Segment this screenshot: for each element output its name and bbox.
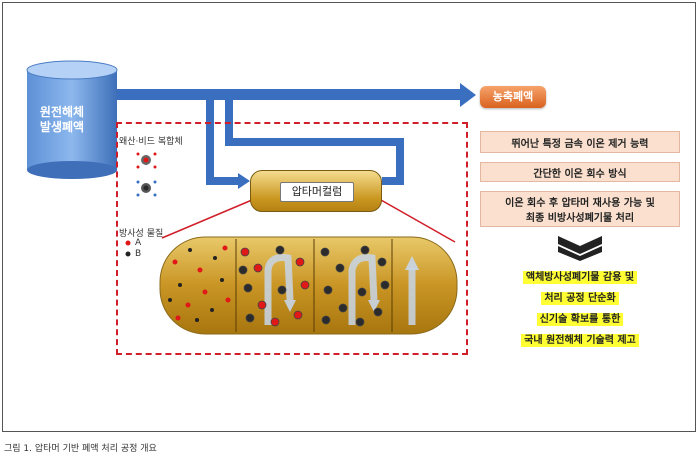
particles-segment-2 — [238, 245, 310, 327]
feature-box-2: 간단한 이온 회수 방식 — [480, 162, 680, 182]
main-flow-arrow — [117, 83, 476, 107]
tube-flow-arrows — [264, 254, 416, 325]
outcome-1: 액체방사성폐기물 감용 및 처리 공정 단순화 — [480, 266, 680, 308]
tube-arrow-heads — [284, 256, 419, 312]
outlet-badge: 농축폐액 — [480, 86, 546, 108]
legend-b-label: B — [135, 249, 142, 259]
particles-segment-1 — [168, 245, 231, 322]
legend-dot-b — [125, 251, 131, 257]
radioactive-label: 방사성 물질 — [119, 229, 164, 239]
figure-caption: 그림 1. 압타머 기반 폐액 처리 공정 개요 — [4, 444, 157, 454]
feature-box-1: 뛰어난 특정 금속 이온 제거 능력 — [480, 131, 680, 153]
inflow-arrow — [206, 100, 250, 189]
chevron-down-icon — [558, 236, 602, 261]
legend-a-label: A — [135, 238, 142, 248]
column-label: 압타머컬럼 — [280, 182, 354, 202]
feature-box-3: 이온 회수 후 압타머 재사용 가능 및 최종 비방사성폐기물 처리 — [480, 191, 680, 227]
composite-icon-red — [136, 152, 157, 169]
outcome-2: 신기술 확보를 통한 국내 원전해체 기술력 제고 — [480, 308, 680, 350]
zoom-line-left — [161, 199, 253, 239]
source-tank — [26, 60, 118, 179]
composite-label: 왜산·비드 복합체 — [119, 137, 183, 147]
legend-dot-a — [125, 240, 131, 246]
source-tank-label: 원전해체 발생폐액 — [39, 105, 85, 134]
zoom-region — [116, 122, 468, 355]
particles-segment-3 — [320, 245, 390, 327]
zoom-line-right — [380, 199, 456, 243]
composite-icon-blue — [136, 180, 157, 197]
